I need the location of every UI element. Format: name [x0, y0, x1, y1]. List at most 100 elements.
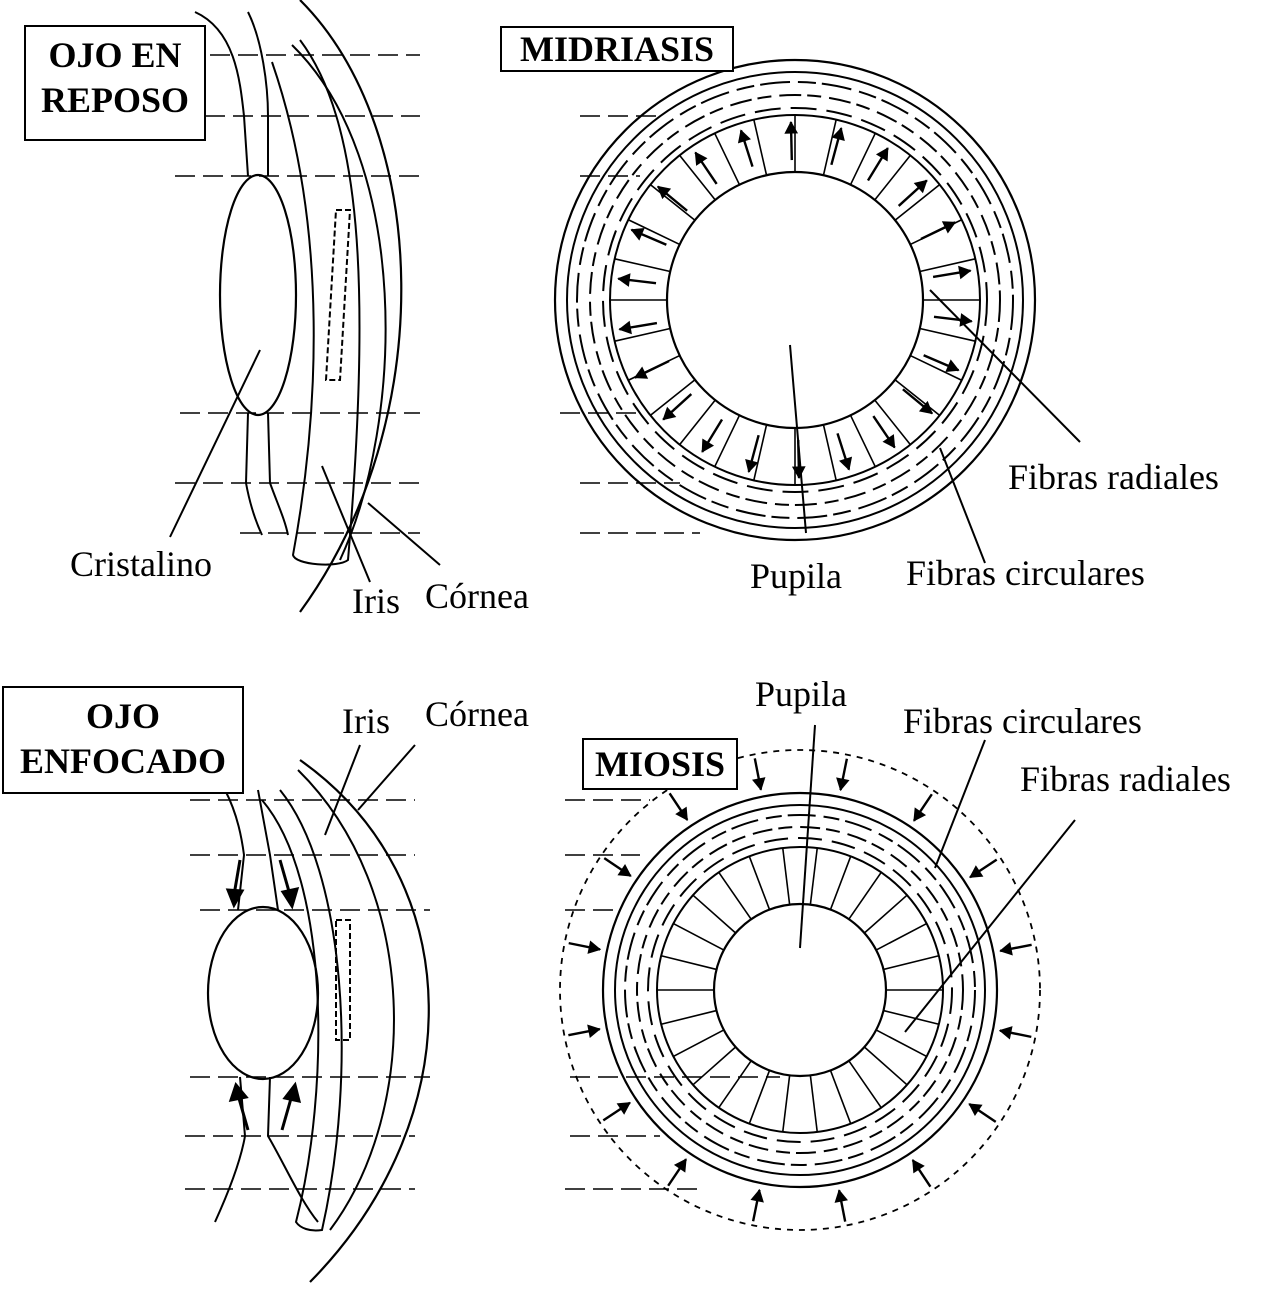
rest-cornea [291, 0, 403, 613]
miosis-arrow-head [969, 865, 984, 878]
miosis-circular-band-mid [636, 826, 964, 1154]
mydriasis-circular-label: Fibras circulares [906, 553, 1145, 593]
miosis-pupil-edge [712, 902, 888, 1078]
miosis-previous-outline [559, 749, 1041, 1231]
mydriasis-radial-fiber [822, 424, 837, 481]
focused-eye-title-line1: OJO [85, 696, 160, 736]
mydriasis-arrow-head [745, 459, 759, 473]
miosis-radial-fiber [848, 1060, 882, 1109]
focused-cornea-label: Córnea [425, 694, 529, 734]
mydriasis-radial-fiber [909, 354, 963, 381]
miosis-pupil-label: Pupila [755, 674, 848, 714]
mydriasis-radial-fiber [627, 219, 681, 246]
miosis-iris-edge [614, 804, 986, 1176]
mydriasis-arrow-head [737, 129, 751, 144]
miosis-arrow-head [752, 777, 766, 791]
miosis-circular-label: Fibras circulares [903, 701, 1142, 741]
miosis-arrow-head [750, 1188, 764, 1203]
miosis-circular-band-outer [624, 814, 976, 1166]
miosis-radial-fiber [748, 1070, 771, 1124]
focused-accommodation-arrows [225, 859, 302, 1131]
miosis-radial-fiber [883, 955, 940, 971]
focused-lens [206, 905, 320, 1081]
mydriasis-dilation-arrows [617, 121, 973, 479]
miosis-radial-fiber [883, 1009, 940, 1025]
mydriasis-arrow-head [918, 400, 933, 415]
mydriasis-radial-fiber [874, 154, 911, 201]
mydriasis-arrow-head [945, 359, 960, 372]
miosis-radial-fiber [781, 1075, 791, 1133]
mydriasis-radial-fiber [919, 258, 976, 273]
mydriasis-radial-fiber [614, 258, 671, 273]
mydriasis-radial-fiber [753, 119, 768, 176]
mydriasis-circular-band-mid [589, 94, 1001, 506]
miosis-radial-fiber [673, 1029, 725, 1058]
focused-eye-title-line2: ENFOCADO [20, 741, 226, 781]
rest-iris-label: Iris [352, 581, 400, 621]
mydriasis-arrow-head [694, 151, 708, 166]
miosis-radial-fiber [809, 847, 819, 905]
mydriasis-radial-fiber [894, 184, 941, 221]
rest-ciliary-body [194, 11, 289, 536]
mydriasis-arrow-head [630, 228, 645, 241]
miosis-section [559, 724, 1076, 1231]
miosis-arrow-head [587, 1024, 601, 1038]
mydriasis-arrow-head [662, 406, 677, 421]
mydriasis-outer-ring [553, 58, 1037, 542]
miosis-arrow-head [834, 1189, 848, 1203]
mydriasis-radial-fiber [679, 154, 716, 201]
miosis-radial-fiber [848, 871, 882, 920]
mydriasis-radial-fiber [714, 132, 741, 186]
rest-guide-lines [175, 54, 420, 534]
mydriasis-arrow-head [617, 273, 631, 287]
miosis-title: MIOSIS [582, 738, 738, 790]
miosis-arrow-head [587, 940, 602, 954]
miosis-radial-fiber [863, 1046, 908, 1086]
rest-leader-lines [169, 349, 441, 583]
miosis-radial-fiber [748, 856, 771, 910]
focused-eye-title: OJO ENFOCADO [2, 686, 244, 794]
mydriasis-arrow-head [941, 221, 957, 234]
miosis-radial-fiber [673, 922, 725, 951]
rest-eye-section [169, 0, 441, 613]
focused-leader-lines [324, 744, 416, 836]
miosis-radial-fiber [875, 922, 927, 951]
miosis-radial-fiber [692, 1046, 737, 1086]
miosis-arrow-head [968, 1103, 983, 1117]
miosis-constriction-arrows [568, 758, 1032, 1222]
mydriasis-arrow-head [701, 438, 715, 453]
miosis-guide-lines [565, 799, 780, 1190]
miosis-radial-fiber [829, 1070, 852, 1124]
mydriasis-arrow-head [831, 127, 845, 141]
miosis-arrow-head [912, 1159, 925, 1174]
miosis-arrow-head [616, 1102, 631, 1115]
rest-lens [218, 173, 298, 417]
miosis-radial-fiber [863, 894, 908, 934]
focused-eye-section [185, 744, 430, 1283]
mydriasis-leader-lines [789, 289, 1081, 564]
mydriasis-arrow-head [657, 185, 672, 200]
mydriasis-arrow-head [839, 456, 853, 471]
mydriasis-section [553, 58, 1081, 564]
miosis-radial-fiber [809, 1075, 819, 1133]
miosis-leader-lines [799, 724, 1076, 1033]
rest-eye-title-line1: OJO EN [48, 35, 182, 75]
miosis-radial-fiber [829, 856, 852, 910]
rest-eye-title: OJO EN REPOSO [24, 25, 206, 141]
mydriasis-iris-edge [566, 71, 1024, 529]
mydriasis-arrow-head [959, 313, 973, 327]
miosis-radial-fiber [781, 847, 791, 905]
mydriasis-arrow-head [913, 179, 928, 194]
mydriasis-radial-fiber [849, 132, 876, 186]
rest-eye-title-line2: REPOSO [40, 80, 190, 120]
mydriasis-radial-fiber [849, 414, 876, 468]
miosis-radial-fiber [692, 894, 737, 934]
mydriasis-radial-fiber [714, 414, 741, 468]
mydriasis-arrow-head [958, 265, 972, 280]
mydriasis-radial-fiber [649, 184, 696, 221]
miosis-arrow-head [675, 806, 688, 821]
mydriasis-pupil-edge [665, 170, 925, 430]
mydriasis-radial-fiber [822, 119, 837, 176]
mydriasis-pupil-label: Pupila [750, 556, 843, 596]
